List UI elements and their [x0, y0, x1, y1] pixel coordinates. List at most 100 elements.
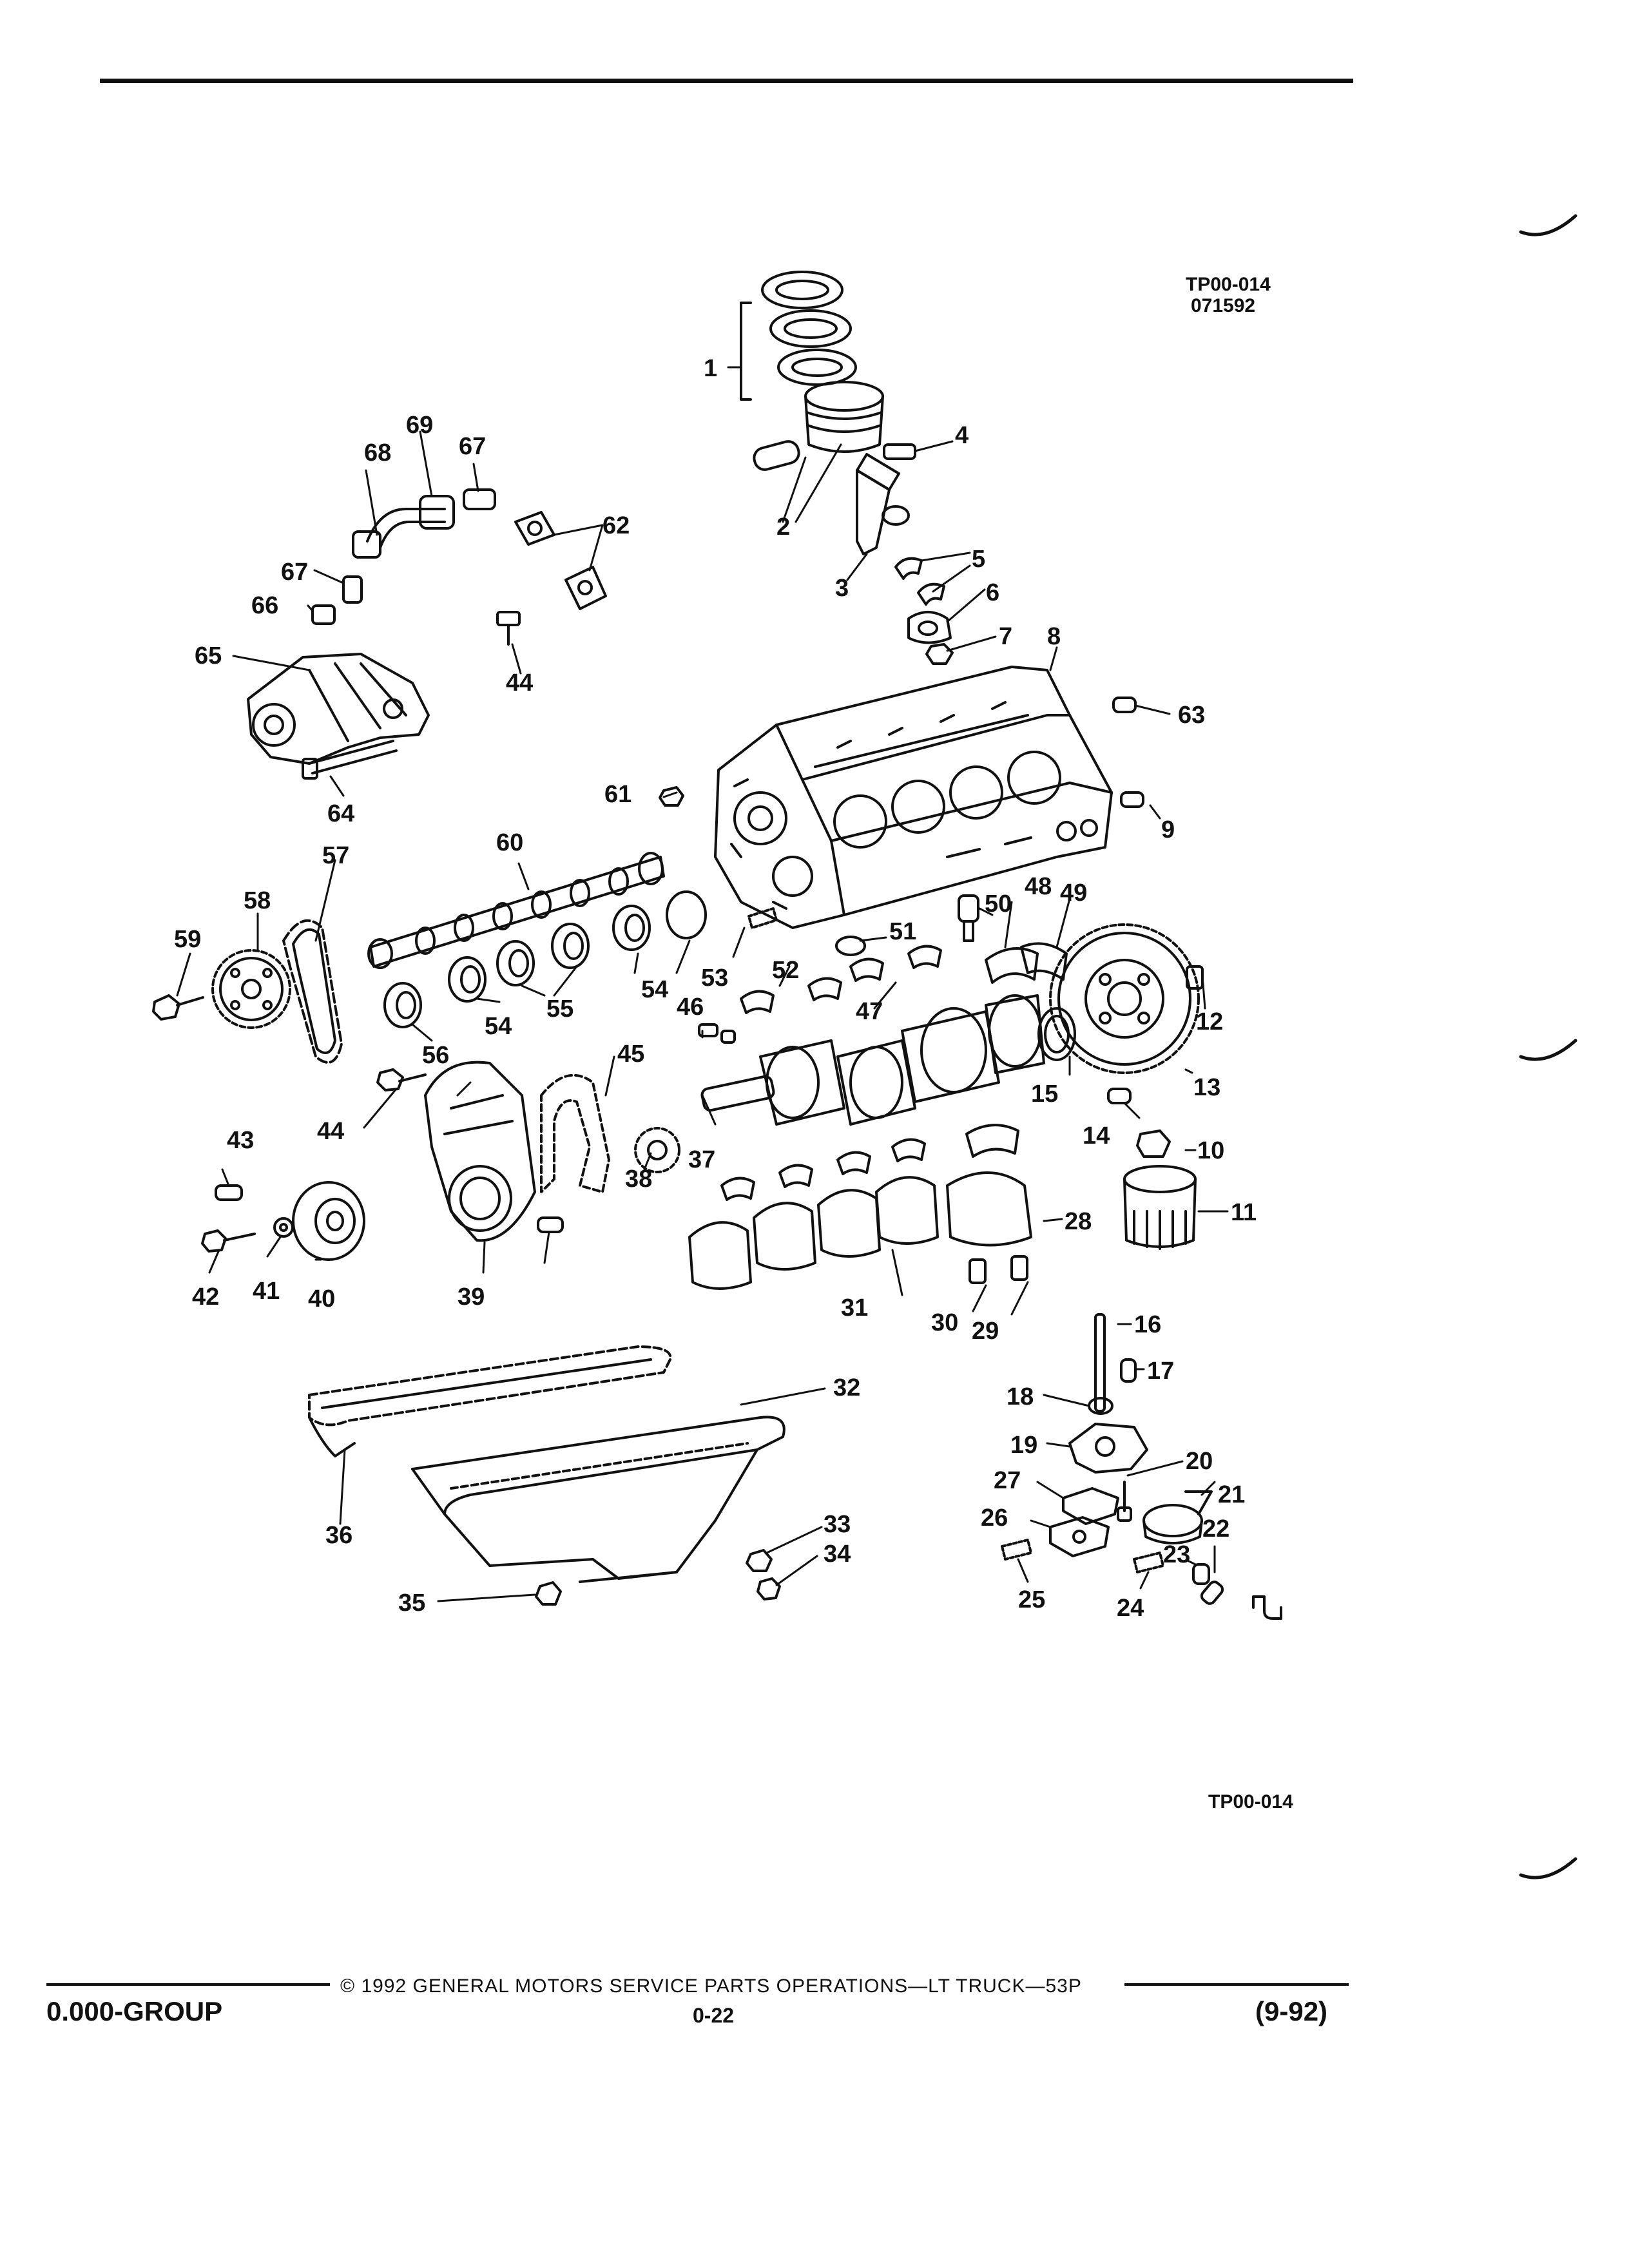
- piston-pin: [753, 440, 800, 471]
- callout-45: 45: [617, 1041, 644, 1068]
- cam-bearing-55b: [551, 923, 590, 969]
- callout-21: 21: [1218, 1481, 1245, 1508]
- engine-block: [714, 666, 1113, 929]
- callout-20: 20: [1186, 1448, 1213, 1475]
- cam-bearing-54b: [612, 905, 651, 951]
- callout-56: 56: [422, 1042, 449, 1069]
- callout-16: 16: [1134, 1311, 1161, 1338]
- callout-42: 42: [192, 1283, 219, 1311]
- pump-pin-22: [1200, 1581, 1224, 1605]
- pan-bolt-33: [746, 1549, 773, 1572]
- upper-main-bearings: [740, 945, 942, 1014]
- callout-5: 5: [972, 546, 985, 573]
- callout-40: 40: [308, 1285, 335, 1312]
- bypass-connector-69: [419, 495, 455, 530]
- pin-17-right: [1120, 1358, 1137, 1383]
- callout-1: 1: [704, 355, 717, 382]
- timing-cover: [424, 1061, 536, 1242]
- callout-27: 27: [994, 1467, 1021, 1494]
- harmonic-balancer: [292, 1181, 365, 1261]
- callout-labels: 1 2 3 4 5 6 7 8 9 10 11 12 13 14 15 16 1…: [174, 355, 1257, 1622]
- camshaft-sprocket-bolt: [152, 994, 204, 1021]
- piston-rings: [740, 271, 857, 401]
- water-outlet-gasket-top: [514, 511, 555, 546]
- callout-43: 43: [227, 1127, 254, 1154]
- heater-hose-fitting-67a: [342, 575, 363, 604]
- callout-59: 59: [174, 926, 201, 953]
- callout-14: 14: [1083, 1122, 1110, 1149]
- callout-67-right: 67: [459, 433, 486, 460]
- crankshaft: [700, 994, 1045, 1126]
- oil-filter-adapter: [1136, 1129, 1171, 1158]
- balancer-bolt-42: [201, 1229, 256, 1253]
- callout-24: 24: [1117, 1595, 1144, 1622]
- callout-38: 38: [625, 1166, 652, 1193]
- main-bearing-caps: [688, 1171, 1032, 1290]
- pan-nut-34: [757, 1577, 781, 1600]
- footer-rule-right: [1124, 1983, 1349, 1986]
- lower-main-bearings: [720, 1124, 1019, 1201]
- dowel-pin-43: [215, 1184, 243, 1201]
- callout-17-right: 17: [1147, 1358, 1174, 1385]
- connecting-rod: [856, 453, 910, 555]
- oil-filter: [1123, 1165, 1197, 1250]
- oil-pressure-sender-50: [958, 894, 979, 942]
- balancer-washer-41: [273, 1217, 294, 1238]
- crankshaft-sprocket: [634, 1127, 680, 1173]
- callout-61: 61: [604, 781, 631, 808]
- callout-62: 62: [602, 512, 630, 539]
- callout-11: 11: [1231, 1199, 1257, 1226]
- footer-group: 0.000-GROUP: [46, 1996, 223, 2026]
- bolt-44-top: [496, 611, 521, 646]
- timing-cover-gasket: [540, 1073, 610, 1193]
- thrust-bearing: [985, 942, 1068, 984]
- callout-51: 51: [889, 918, 916, 945]
- callout-6: 6: [986, 579, 999, 606]
- oil-pan-gasket: [308, 1345, 672, 1457]
- leader-lines: [176, 366, 1229, 1602]
- callout-34: 34: [824, 1541, 851, 1568]
- callout-35: 35: [398, 1590, 425, 1617]
- callout-30: 30: [931, 1309, 958, 1336]
- heater-hose-fitting-67b: [463, 488, 496, 510]
- bearing-51: [835, 936, 866, 956]
- callout-15: 15: [1031, 1081, 1058, 1108]
- rod-cap: [907, 611, 952, 644]
- callout-26: 26: [981, 1504, 1008, 1532]
- callout-33: 33: [824, 1511, 851, 1538]
- rod-nut: [925, 643, 954, 665]
- callout-28: 28: [1065, 1208, 1092, 1235]
- camshaft-sprocket: [211, 949, 291, 1029]
- callout-2: 2: [776, 514, 790, 541]
- rod-bolt: [883, 443, 916, 460]
- flywheel: [1049, 923, 1200, 1074]
- water-pump: [247, 653, 430, 765]
- timing-cover-bolt-44: [376, 1068, 427, 1091]
- pump-driveshaft-16: [1094, 1313, 1106, 1412]
- water-pump-bolt-64: [302, 740, 398, 780]
- block-dowel-63: [1112, 697, 1137, 713]
- callout-53: 53: [701, 965, 728, 992]
- callout-23: 23: [1163, 1541, 1190, 1568]
- callout-54-left: 54: [485, 1013, 512, 1040]
- callout-66: 66: [251, 592, 278, 619]
- callout-36: 36: [325, 1522, 352, 1549]
- callout-49: 49: [1060, 879, 1087, 907]
- footer-rule-left: [46, 1983, 330, 1986]
- callout-18: 18: [1007, 1383, 1034, 1410]
- callout-55: 55: [546, 995, 574, 1023]
- callout-12: 12: [1196, 1008, 1223, 1035]
- callout-54-right: 54: [641, 976, 668, 1003]
- callout-4: 4: [955, 422, 969, 449]
- gm-mark-icon: [1252, 1595, 1282, 1620]
- block-plug-61: [659, 786, 684, 807]
- callout-22: 22: [1202, 1515, 1229, 1542]
- oil-gallery-plug-52: [747, 907, 778, 929]
- callout-46: 46: [677, 994, 704, 1021]
- callout-67-left: 67: [281, 559, 308, 586]
- callout-64: 64: [327, 800, 354, 827]
- pump-gasket-27: [1062, 1487, 1119, 1525]
- oil-pan: [411, 1416, 786, 1583]
- punch-marks: [1519, 214, 1577, 1879]
- callout-41: 41: [253, 1278, 280, 1305]
